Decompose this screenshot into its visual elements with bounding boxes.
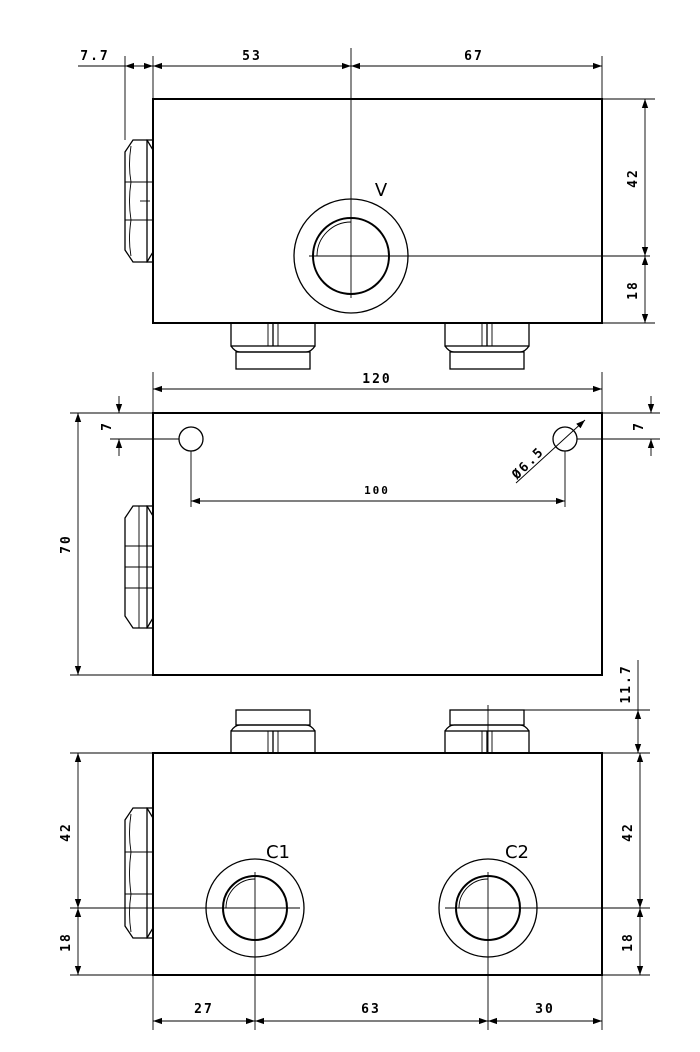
dim-bot-height-upper-left: 42 (59, 822, 74, 842)
port-v-label: V (375, 180, 388, 201)
dim-top-height-upper: 42 (626, 168, 641, 188)
middle-view: 120 100 7 7 Ø6.5 70 (59, 372, 660, 676)
bottom-body-outline (152, 752, 603, 976)
dim-top-offset-left: 7.7 (80, 49, 109, 64)
dim-mid-hole-offset-right: 7 (632, 421, 647, 431)
dim-mid-length: 120 (362, 372, 391, 387)
bottom-side-plug (124, 807, 154, 939)
port-v: V (293, 48, 650, 314)
bottom-fitting-left (230, 709, 316, 754)
dim-bot-fitting-height: 11.7 (619, 664, 634, 703)
dim-bot-spacing-left: 27 (194, 1002, 214, 1017)
dim-mid-height: 70 (59, 534, 74, 554)
dim-bot-height-upper-right: 42 (621, 822, 636, 842)
bottom-view: C1 C2 11.7 42 18 (59, 660, 650, 1030)
dim-bot-spacing-right: 30 (535, 1002, 555, 1017)
dim-mid-hole-diameter: Ø6.5 (509, 444, 548, 483)
dim-top-width-left: 53 (242, 49, 262, 64)
top-body-outline (152, 98, 603, 324)
top-side-plug (124, 139, 154, 263)
mid-side-plug (124, 505, 154, 629)
top-fitting-left (230, 322, 316, 370)
dim-bot-height-lower-left: 18 (59, 932, 74, 952)
dim-top-width-right: 67 (464, 49, 484, 64)
bottom-fitting-right (444, 709, 530, 754)
mid-dimensions: 120 100 7 7 Ø6.5 70 (59, 372, 660, 676)
port-c1-label: C1 (266, 842, 290, 863)
port-c2-label: C2 (505, 842, 529, 863)
top-fitting-right (444, 322, 530, 370)
bottom-dimensions: 11.7 42 18 42 18 27 63 30 (59, 660, 650, 1030)
dim-bot-height-lower-right: 18 (621, 932, 636, 952)
dim-mid-hole-offset-left: 7 (100, 421, 115, 431)
mounting-hole-left (178, 426, 204, 452)
dim-mid-hole-spacing: 100 (364, 484, 390, 497)
dim-bot-spacing-mid: 63 (361, 1002, 381, 1017)
top-dimensions: 7.7 53 67 42 18 (78, 49, 655, 324)
top-view: V 7.7 53 67 42 18 (78, 48, 655, 370)
dim-top-height-lower: 18 (626, 280, 641, 300)
